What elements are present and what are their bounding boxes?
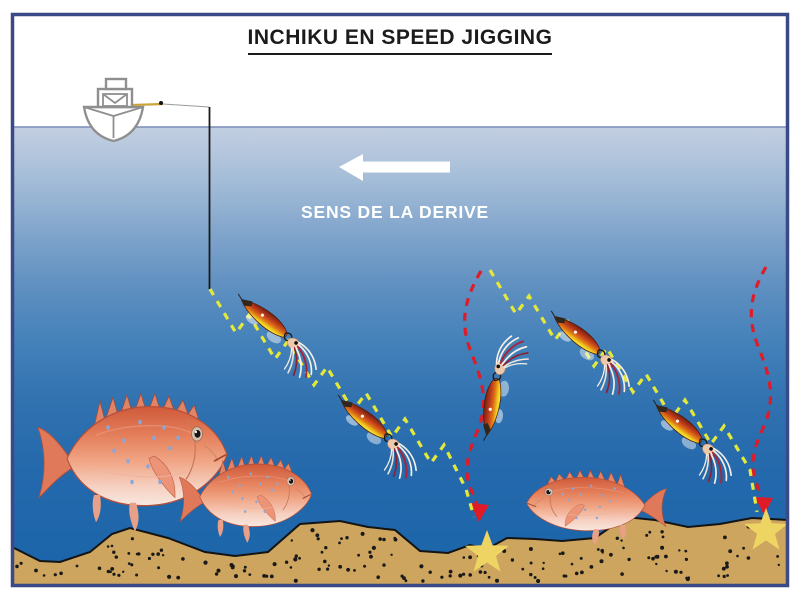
page-title: INCHIKU EN SPEED JIGGING	[0, 26, 800, 55]
descent-arrowhead-left	[470, 503, 489, 522]
seabed	[12, 517, 788, 584]
water-background	[12, 127, 788, 585]
boat-icon	[82, 77, 145, 143]
seabed-outline	[11, 515, 789, 564]
drift-direction-label: SENS DE LA DERIVE	[301, 202, 489, 222]
impact-star-2	[744, 508, 788, 550]
title-text: INCHIKU EN SPEED JIGGING	[247, 26, 553, 55]
drift-arrow-icon	[339, 154, 450, 181]
frame-border	[10, 12, 790, 588]
jigging-path-right	[488, 269, 759, 513]
descent-path-right	[749, 266, 773, 501]
fishing-rod	[132, 102, 164, 107]
impact-star-1	[465, 530, 509, 572]
rod-tip-dot	[159, 101, 163, 105]
descent-arrowhead-right	[755, 497, 773, 515]
rod-to-line	[162, 103, 210, 108]
descent-path-left	[463, 270, 486, 508]
